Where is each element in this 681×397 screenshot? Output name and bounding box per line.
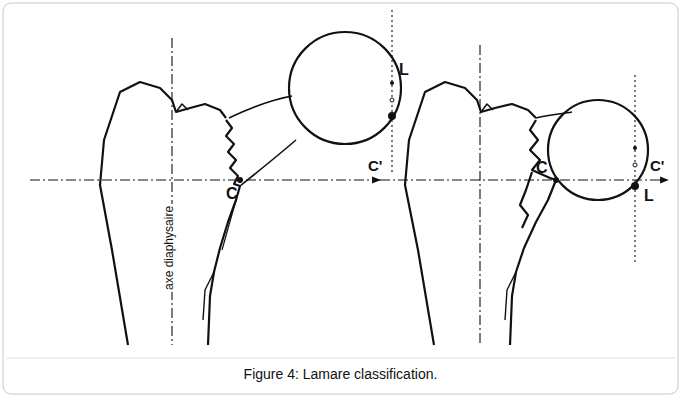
femoral-head <box>289 32 401 144</box>
frame <box>3 3 678 394</box>
point-label: C <box>536 160 548 176</box>
left-points <box>237 81 396 183</box>
axis-label: C' <box>368 158 382 173</box>
right-axes <box>380 45 668 345</box>
point-label: L <box>399 62 409 78</box>
point-label: L <box>644 188 654 204</box>
figure-caption: Figure 4: Lamare classification. <box>244 366 438 382</box>
femoral-head <box>548 100 648 200</box>
left-femur <box>100 32 401 345</box>
caption-rule <box>6 358 675 359</box>
right-femur <box>405 82 648 345</box>
point-label: C <box>226 186 238 202</box>
axis-label: axe diaphysaire <box>162 204 176 292</box>
right-points <box>553 146 639 190</box>
axis-label: C' <box>650 158 664 173</box>
left-axes <box>30 10 392 345</box>
